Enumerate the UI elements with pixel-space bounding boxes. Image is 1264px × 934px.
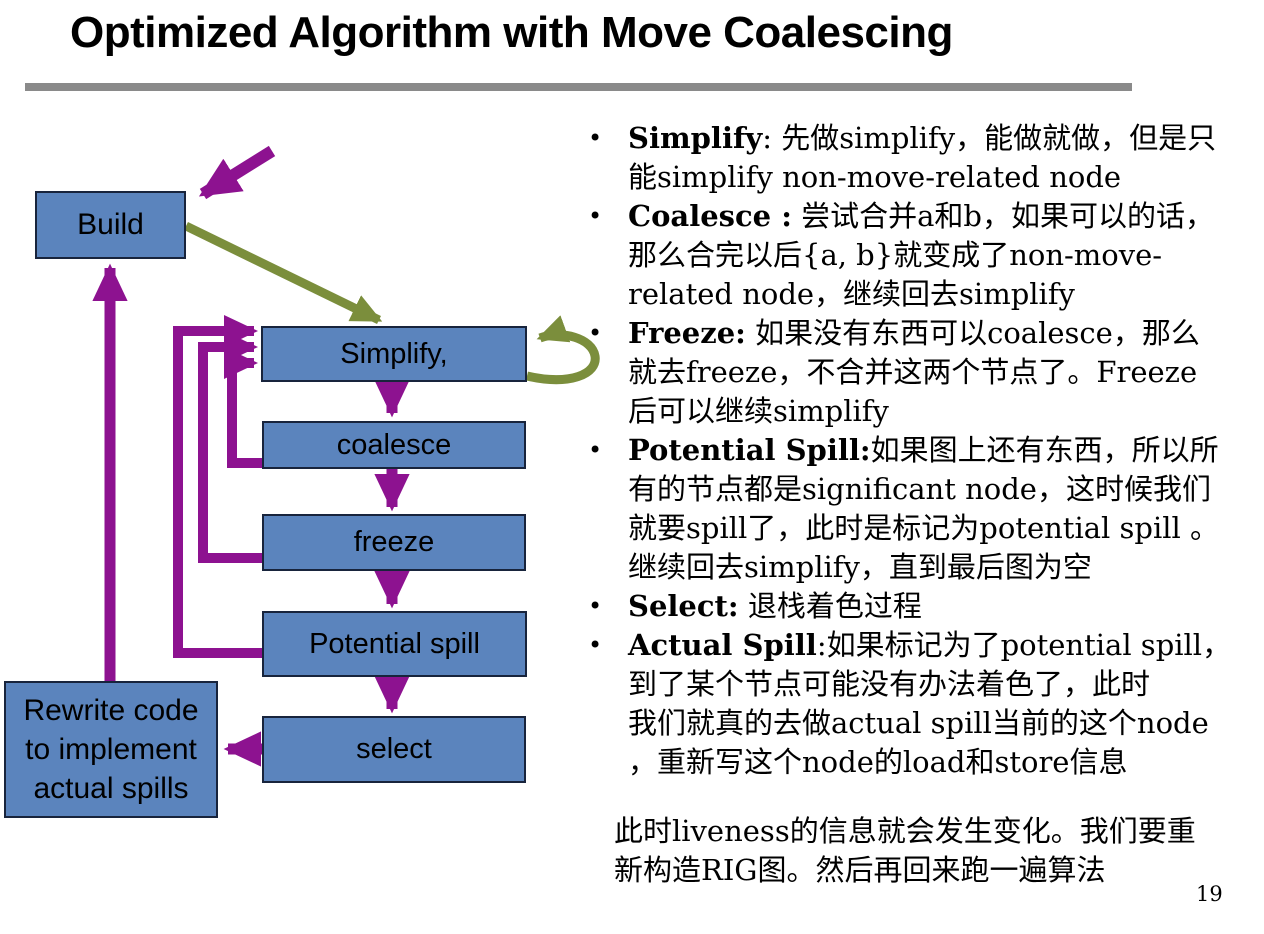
arrow-build-to-simplify	[184, 221, 383, 325]
bullet-freeze: • Freeze: 如果没有东西可以coalesce，那么 就去freeze，不…	[588, 314, 1231, 431]
node-coalesce: coalesce	[262, 421, 526, 469]
slide-title: Optimized Algorithm with Move Coalescing	[70, 8, 953, 57]
bullet-dot: •	[588, 319, 603, 347]
node-simplify: Simplify,	[261, 326, 527, 382]
bullet-simplify-body: : 先做simplify，能做就做，但是只 能simplify non-move…	[628, 121, 1217, 194]
title-rule	[25, 83, 1132, 91]
bullet-coalesce-text: Coalesce : 尝试合并a和b，如果可以的话， 那么合完以后{a, b}就…	[628, 197, 1214, 314]
bullet-select: • Select: 退栈着色过程	[588, 587, 1231, 626]
bullet-dot: •	[588, 631, 603, 659]
page-number: 19	[1196, 882, 1223, 906]
node-build: Build	[35, 191, 186, 259]
bullet-freeze-term: Freeze:	[628, 316, 746, 350]
bullet-actual-spill-text: Actual Spill:如果标记为了potential spill， 到了某个…	[628, 626, 1231, 782]
node-rewrite-code: Rewrite code to implement actual spills	[4, 681, 218, 818]
bullet-potential-spill-text: Potential Spill:如果图上还有东西，所以所 有的节点都是signi…	[628, 431, 1219, 587]
bullet-select-term: Select:	[628, 589, 739, 623]
node-potential-spill-label: Potential spill	[309, 627, 480, 660]
arrow-entry-to-build	[198, 145, 276, 200]
bullet-freeze-text: Freeze: 如果没有东西可以coalesce，那么 就去freeze，不合并…	[628, 314, 1200, 431]
bullet-select-body: 退栈着色过程	[738, 589, 922, 623]
bullet-potential-spill: • Potential Spill:如果图上还有东西，所以所 有的节点都是sig…	[588, 431, 1231, 587]
bullet-dot: •	[588, 202, 603, 230]
arrow-freeze-loop-to-simplify	[198, 330, 262, 563]
node-coalesce-label: coalesce	[336, 428, 452, 461]
bullet-coalesce-term: Coalesce :	[628, 199, 792, 233]
bullet-simplify: • Simplify: 先做simplify，能做就做，但是只 能simplif…	[588, 119, 1231, 197]
node-select: select	[262, 716, 526, 783]
node-rewrite-code-label: Rewrite code to implement actual spills	[23, 694, 199, 805]
node-simplify-label: Simplify,	[340, 337, 448, 370]
node-select-label: select	[356, 733, 432, 765]
bullet-coalesce-body: 尝试合并a和b，如果可以的话， 那么合完以后{a, b}就变成了non-move…	[628, 199, 1214, 311]
bullet-simplify-text: Simplify: 先做simplify，能做就做，但是只 能simplify …	[628, 119, 1216, 197]
bullet-actual-spill: • Actual Spill:如果标记为了potential spill， 到了…	[588, 626, 1231, 782]
arrow-coalesce-loop-to-simplify	[224, 346, 262, 468]
bullet-list: • Simplify: 先做simplify，能做就做，但是只 能simplif…	[588, 119, 1231, 782]
arrow-simplify-self-loop	[525, 315, 600, 384]
closing-paragraph: 此时liveness的信息就会发生变化。我们要重 新构造RIG图。然后再回来跑一…	[614, 814, 1196, 887]
bullet-dot: •	[588, 124, 603, 152]
arrow-potential-loop-to-simplify	[173, 314, 262, 658]
bullet-simplify-term: Simplify	[628, 121, 763, 155]
bullet-dot: •	[588, 592, 603, 620]
bullet-dot: •	[588, 436, 603, 464]
bullet-select-text: Select: 退栈着色过程	[628, 587, 922, 626]
bullet-freeze-body: 如果没有东西可以coalesce，那么 就去freeze，不合并这两个节点了。F…	[628, 316, 1200, 428]
bullet-potential-spill-body: 如果图上还有东西，所以所 有的节点都是significant node，这时候我…	[628, 433, 1219, 584]
node-build-label: Build	[77, 208, 144, 241]
node-freeze-label: freeze	[353, 526, 435, 558]
bullet-coalesce: • Coalesce : 尝试合并a和b，如果可以的话， 那么合完以后{a, b…	[588, 197, 1231, 314]
node-potential-spill: Potential spill	[262, 611, 527, 677]
bullet-actual-spill-body: :如果标记为了potential spill， 到了某个节点可能没有办法着色了，…	[628, 628, 1232, 779]
bullet-potential-spill-term: Potential Spill:	[628, 433, 871, 467]
bullet-actual-spill-term: Actual Spill	[628, 628, 817, 662]
node-freeze: freeze	[262, 514, 526, 571]
